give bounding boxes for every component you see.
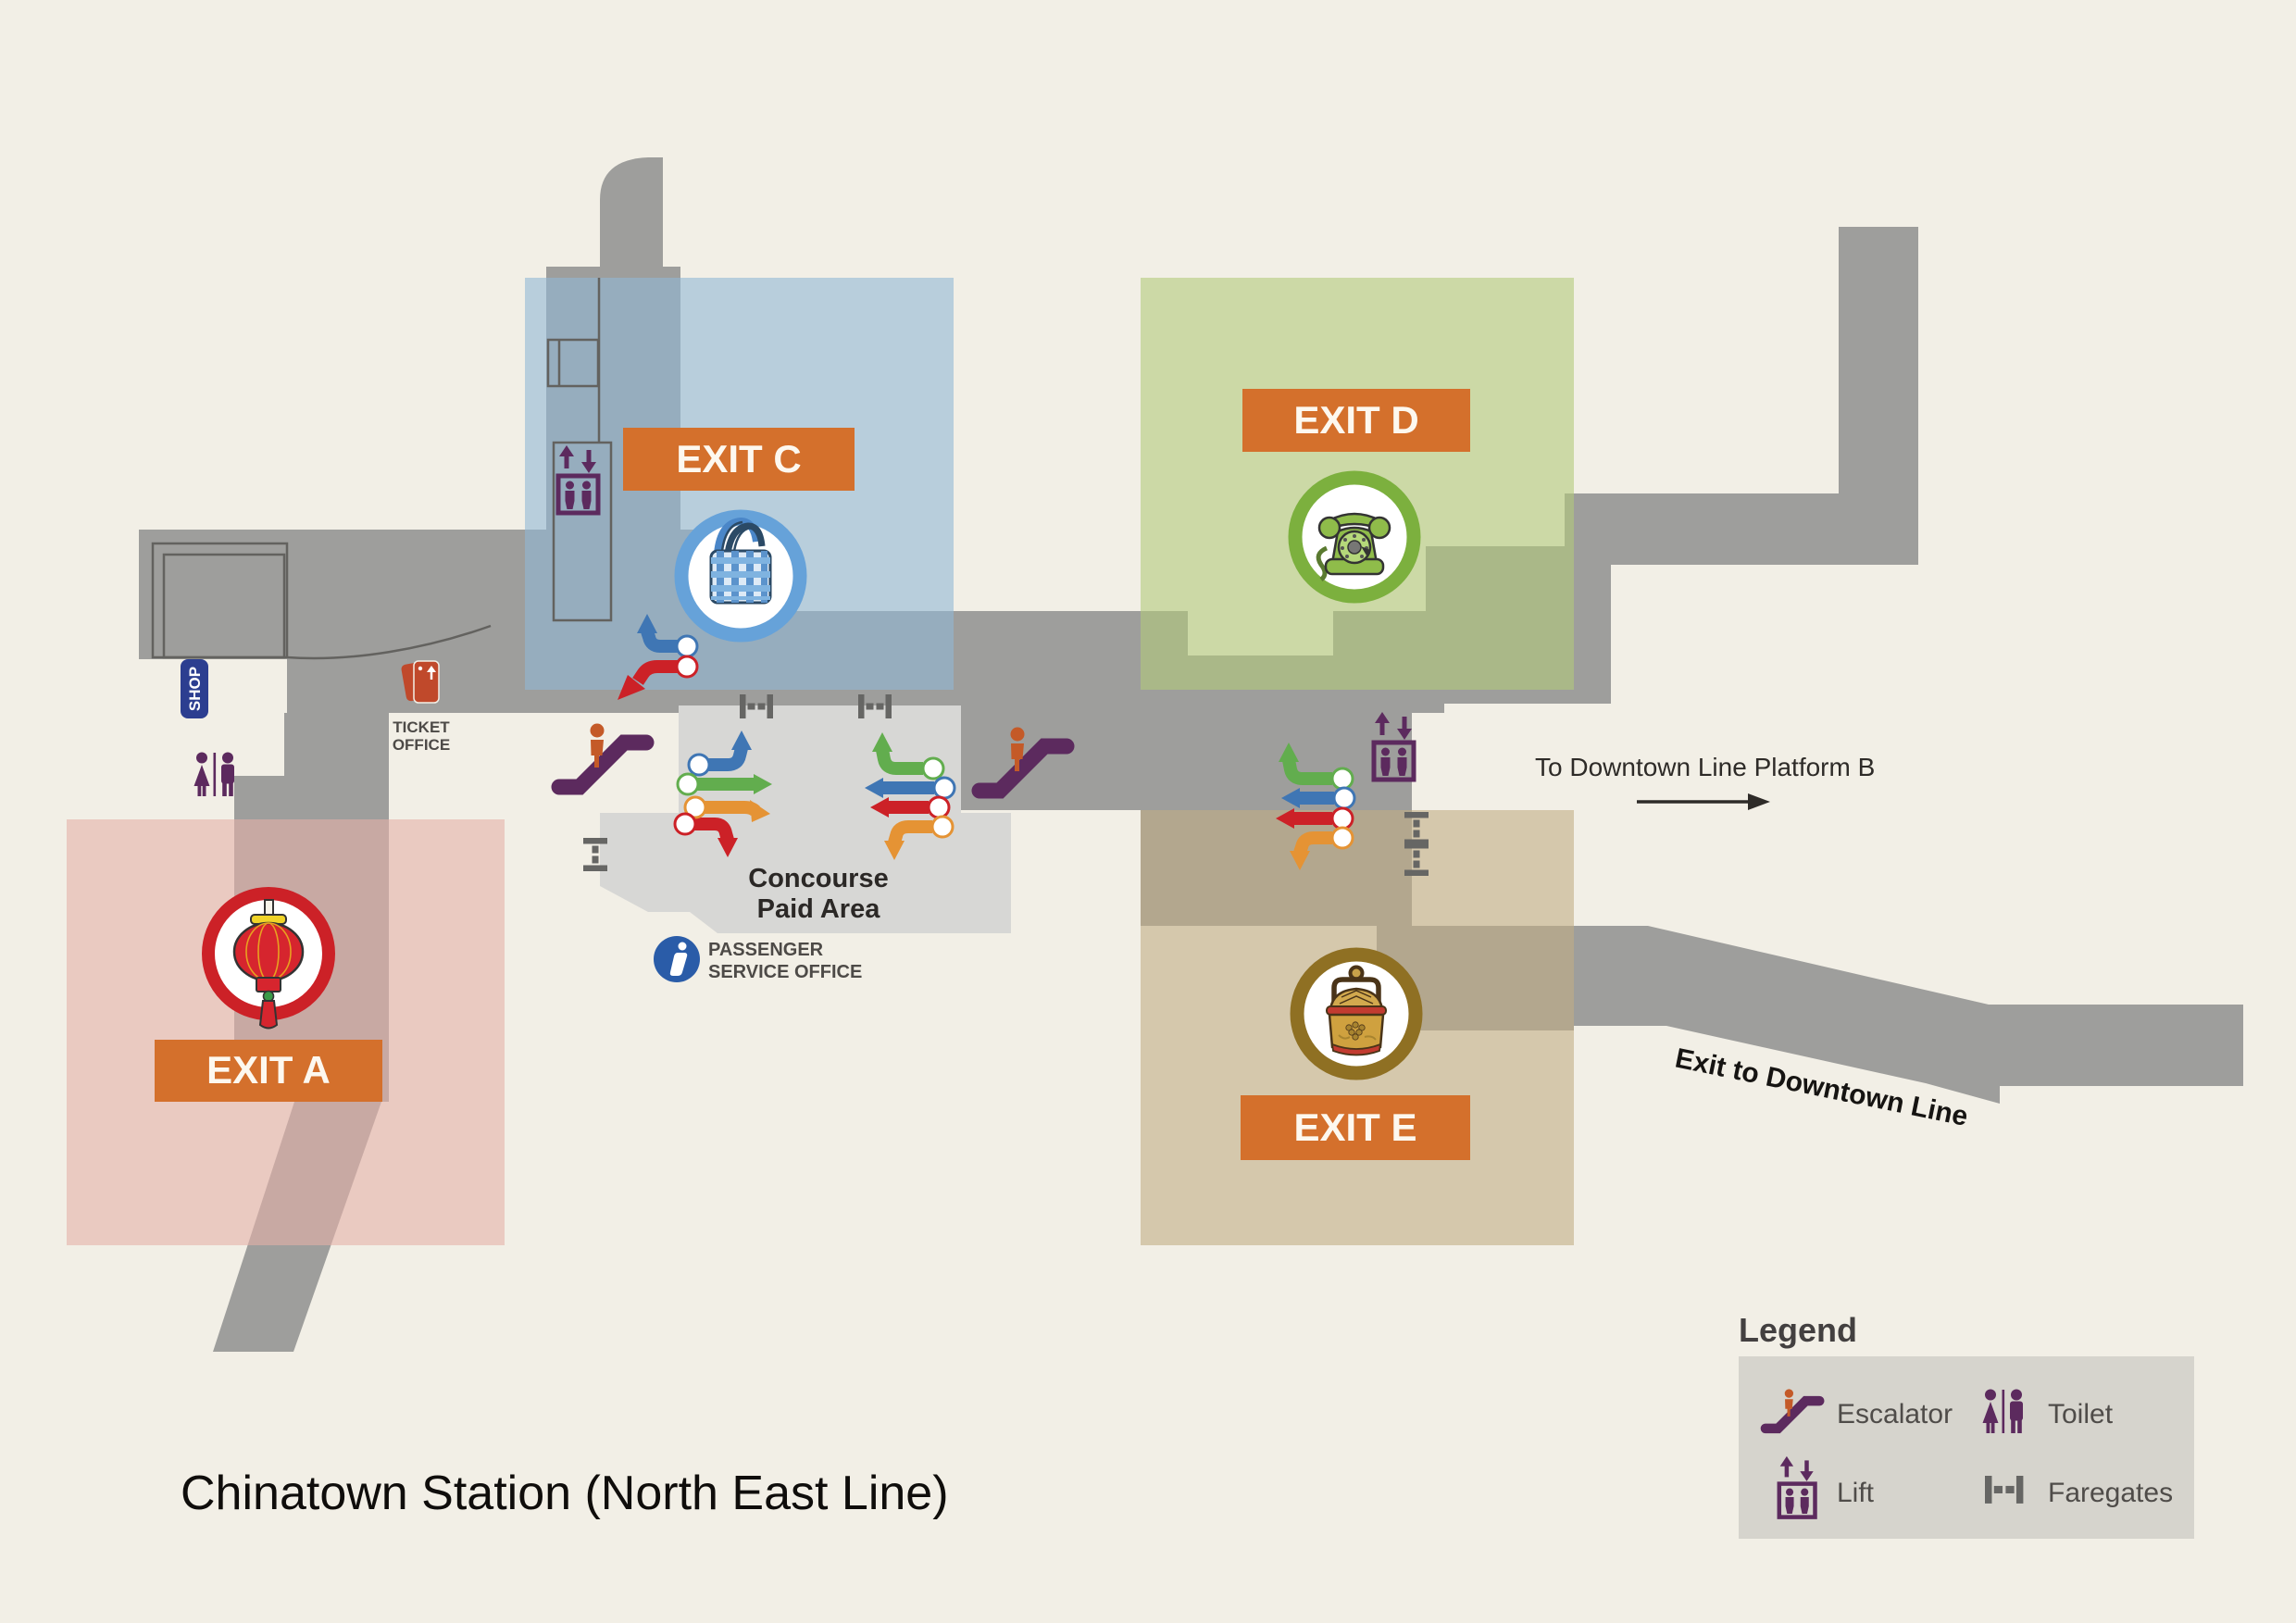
ticket-office-label-line2: OFFICE	[393, 736, 450, 754]
exit-d-label: EXIT D	[1293, 398, 1418, 442]
exit-e-label: EXIT E	[1293, 1105, 1416, 1149]
exit-d-sign: EXIT D	[1242, 389, 1470, 452]
to-downtown-label: To Downtown Line Platform B	[1535, 753, 1875, 781]
info-icon	[654, 936, 700, 982]
exit-c-direction-arrows	[618, 614, 699, 700]
passenger-service-label-line2: SERVICE OFFICE	[708, 962, 862, 982]
concourse-label-line2: Paid Area	[757, 894, 881, 924]
legend: Legend Escalator Toilet Lift Faregates	[1739, 1311, 2194, 1539]
exit-e-sign: EXIT E	[1241, 1095, 1470, 1160]
tiffin-basket-icon	[1290, 947, 1423, 1080]
exit-a-sign: EXIT A	[155, 1040, 382, 1102]
exit-c-label: EXIT C	[676, 437, 801, 481]
wall-outlines	[151, 278, 613, 660]
shop-label: SHOP	[186, 667, 204, 711]
exit-a-zone	[67, 819, 505, 1245]
legend-faregates-label: Faregates	[2048, 1478, 2173, 1508]
platform-arrow	[1637, 793, 1770, 810]
lantern-icon	[202, 887, 335, 1030]
ticket-office-icon	[401, 660, 440, 704]
telephone-icon	[1288, 470, 1421, 604]
legend-escalator-label: Escalator	[1837, 1399, 1953, 1429]
legend-title: Legend	[1739, 1311, 1857, 1349]
legend-lift-label: Lift	[1837, 1478, 1875, 1508]
concourse-exit-arrows	[865, 732, 956, 860]
passenger-service-label-line1: PASSENGER	[708, 940, 824, 960]
concourse-entry-arrows	[673, 730, 772, 857]
downtown-link-arrows	[1276, 743, 1356, 870]
ticket-office-label-line1: TICKET	[393, 718, 450, 736]
market-bag-icon	[674, 509, 807, 643]
exit-a-label: EXIT A	[206, 1048, 331, 1092]
exit-c-sign: EXIT C	[623, 428, 855, 491]
legend-toilet-label: Toilet	[2048, 1399, 2114, 1429]
page-title: Chinatown Station (North East Line)	[181, 1467, 949, 1520]
concourse-label-line1: Concourse	[748, 864, 888, 893]
shop-sign: SHOP	[181, 659, 208, 718]
